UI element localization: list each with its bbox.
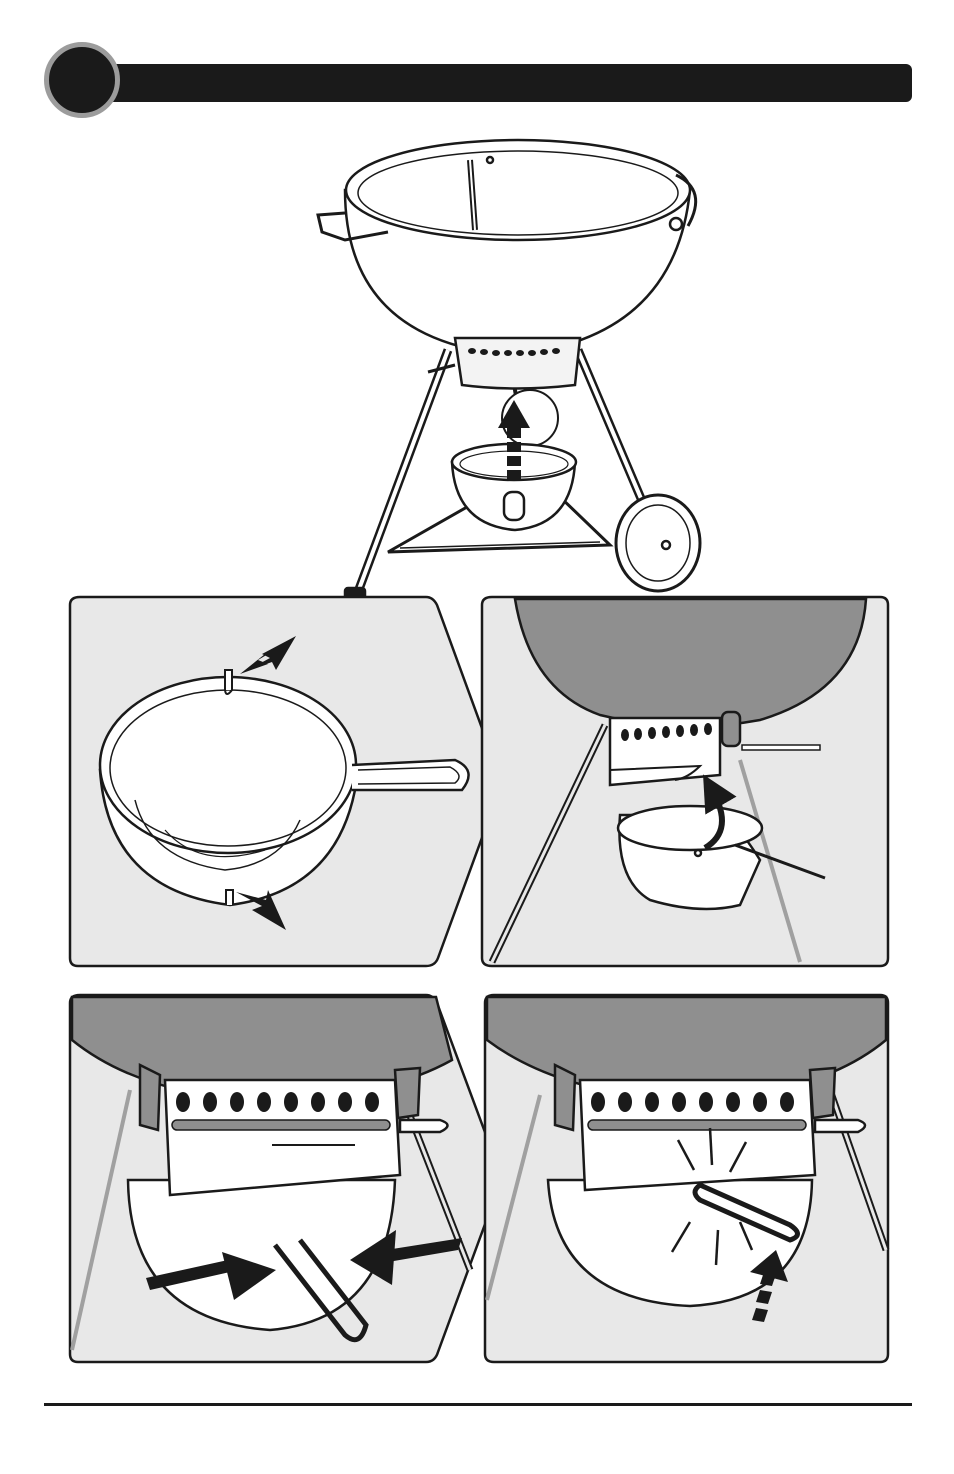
up-arrow-icon [498,400,530,480]
step-number-circle [44,42,120,118]
panel-squeeze-handle [68,993,504,1364]
up-arrow-icon [750,1250,788,1322]
kettle-grill-icon [316,138,702,608]
wire-handle-icon [273,1238,369,1343]
panel-lock-handle [483,993,890,1364]
step-header-bar [70,64,912,102]
panel-attach-catcher [480,595,890,968]
wire-handle-icon [692,1182,800,1243]
click-burst-icon [670,1127,754,1266]
panel-ash-catcher-tabs [68,595,504,968]
footer-divider [44,1403,912,1406]
push-arrow-icon [146,1230,462,1300]
bowl-underside-icon [488,597,868,964]
pointer-arrow-icon [236,636,296,930]
curved-arrow-icon [703,774,737,851]
ash-catcher-icon [98,669,470,907]
